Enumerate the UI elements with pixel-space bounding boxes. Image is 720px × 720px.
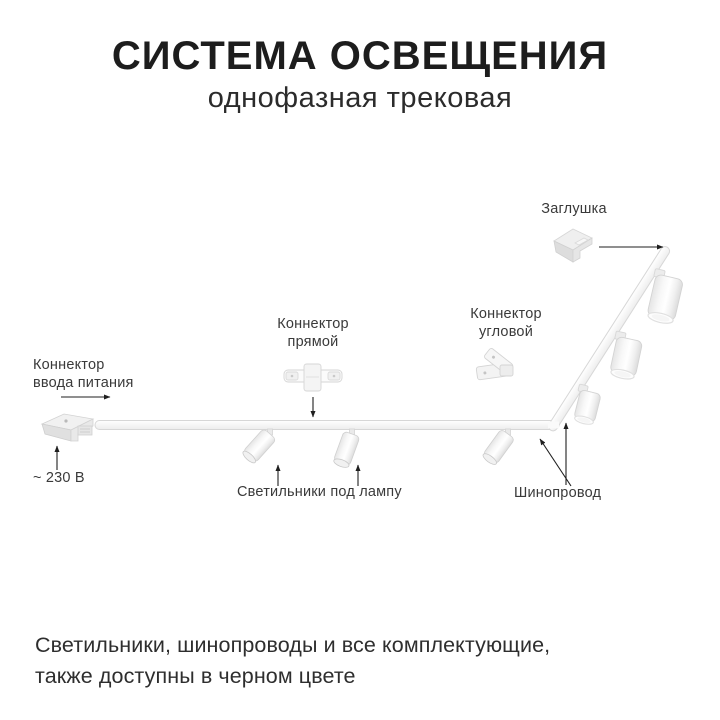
label-voltage: ~ 230 В — [33, 470, 85, 486]
footer-note: Светильники, шинопроводы и все комплекту… — [35, 630, 550, 692]
spotlight-lamp-2 — [333, 428, 360, 468]
cylinder-lamp-2 — [610, 330, 643, 380]
page-subtitle: однофазная трековая — [207, 82, 513, 114]
power-input-connector-icon — [40, 413, 95, 442]
label-corner-connector: Коннектор угловой — [470, 306, 542, 340]
cylinder-lamp-1 — [647, 268, 683, 324]
track-diagonal — [548, 246, 671, 432]
footer-line-2: также доступны в черном цвете — [35, 664, 356, 688]
end-cap-icon — [553, 228, 593, 263]
label-power-connector: Коннектор ввода питания — [33, 357, 134, 391]
footer-line-1: Светильники, шинопроводы и все комплекту… — [35, 633, 551, 657]
track-arrow-angled — [539, 438, 572, 487]
track-corner-join — [548, 421, 559, 429]
corner-connector-icon — [475, 348, 514, 381]
spotlight-lamp-3 — [482, 428, 514, 465]
label-track: Шинопровод — [514, 485, 602, 501]
track-horizontal — [94, 420, 560, 430]
page-title: СИСТЕМА ОСВЕЩЕНИЯ — [111, 34, 609, 78]
callout-arrows — [54, 244, 664, 487]
label-lamps: Светильники под лампу — [237, 484, 402, 500]
spotlight-lamp-1 — [242, 428, 276, 464]
label-straight-connector: Коннектор прямой — [277, 316, 349, 350]
label-endcap: Заглушка — [541, 201, 607, 217]
straight-connector-icon — [283, 363, 343, 392]
cylinder-lamp-3 — [574, 383, 601, 425]
